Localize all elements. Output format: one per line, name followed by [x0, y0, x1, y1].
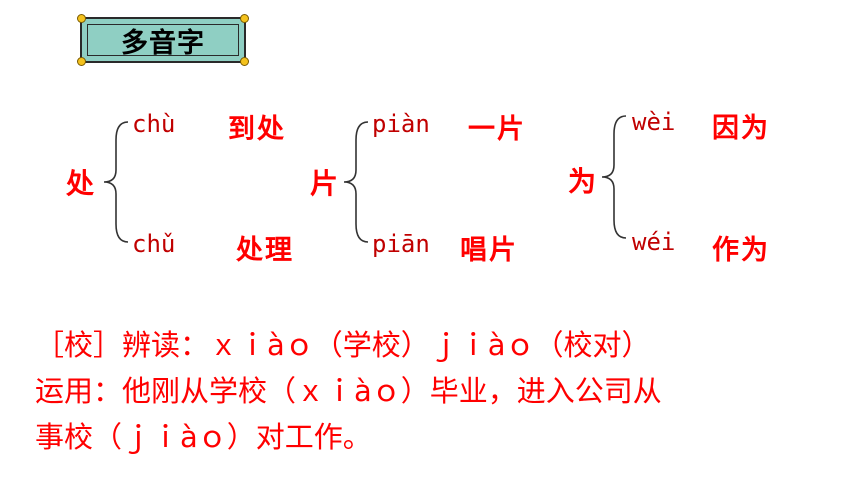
- pinyin-chu-4: chù: [132, 110, 176, 138]
- pinyin-wei-4: wèi: [632, 108, 676, 136]
- page-title: 多音字: [121, 27, 205, 59]
- corner-dot-bottom-right: [240, 57, 249, 66]
- note-line-1: ［校］辨读：ｘｉàｏ（学校）ｊｉàｏ（校对）: [35, 328, 651, 362]
- note-line-2: 运用：他刚从学校（ｘｉàｏ）毕业，进入公司从: [35, 374, 662, 408]
- polyphone-char-wei: 为: [568, 165, 597, 198]
- pinyin-pian-1: piān: [372, 230, 430, 258]
- word-zuowei: 作为: [712, 235, 770, 266]
- brace-chu: [103, 121, 129, 243]
- word-yipian: 一片: [468, 114, 526, 145]
- title-box-inner-border: [87, 24, 239, 56]
- word-yinwei: 因为: [712, 113, 770, 144]
- corner-dot-bottom-left: [77, 57, 86, 66]
- title-box: 多音字: [77, 14, 249, 66]
- pinyin-pian-4: piàn: [372, 110, 430, 138]
- pinyin-wei-2: wéi: [632, 228, 676, 256]
- pinyin-chu-3: chǔ: [132, 230, 176, 258]
- word-chuli: 处理: [236, 235, 294, 266]
- polyphone-char-chu: 处: [66, 167, 95, 200]
- word-daochu: 到处: [228, 114, 286, 145]
- corner-dot-top-right: [240, 14, 249, 23]
- brace-wei: [601, 115, 627, 239]
- polyphone-char-pian: 片: [310, 167, 339, 200]
- word-changpian: 唱片: [460, 235, 518, 266]
- corner-dot-top-left: [77, 14, 86, 23]
- note-line-3: 事校（ｊｉàｏ）对工作。: [35, 420, 372, 454]
- brace-pian: [343, 121, 369, 243]
